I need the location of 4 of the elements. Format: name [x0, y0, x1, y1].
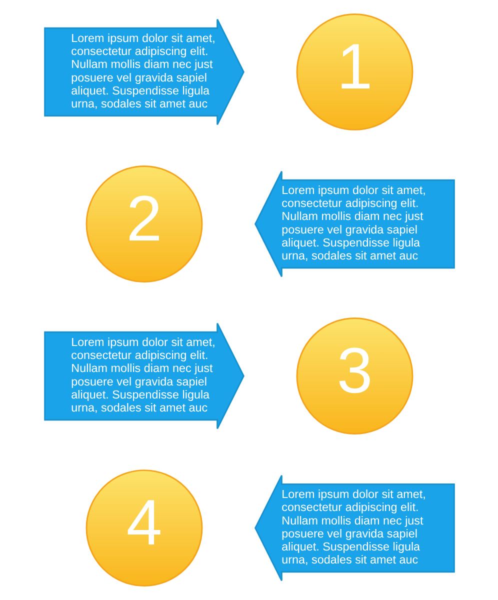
node-circle: 2 — [85, 166, 202, 282]
node-circle: 4 — [85, 470, 202, 587]
node-circle: 3 — [296, 318, 413, 434]
node-circle: 1 — [296, 13, 413, 130]
